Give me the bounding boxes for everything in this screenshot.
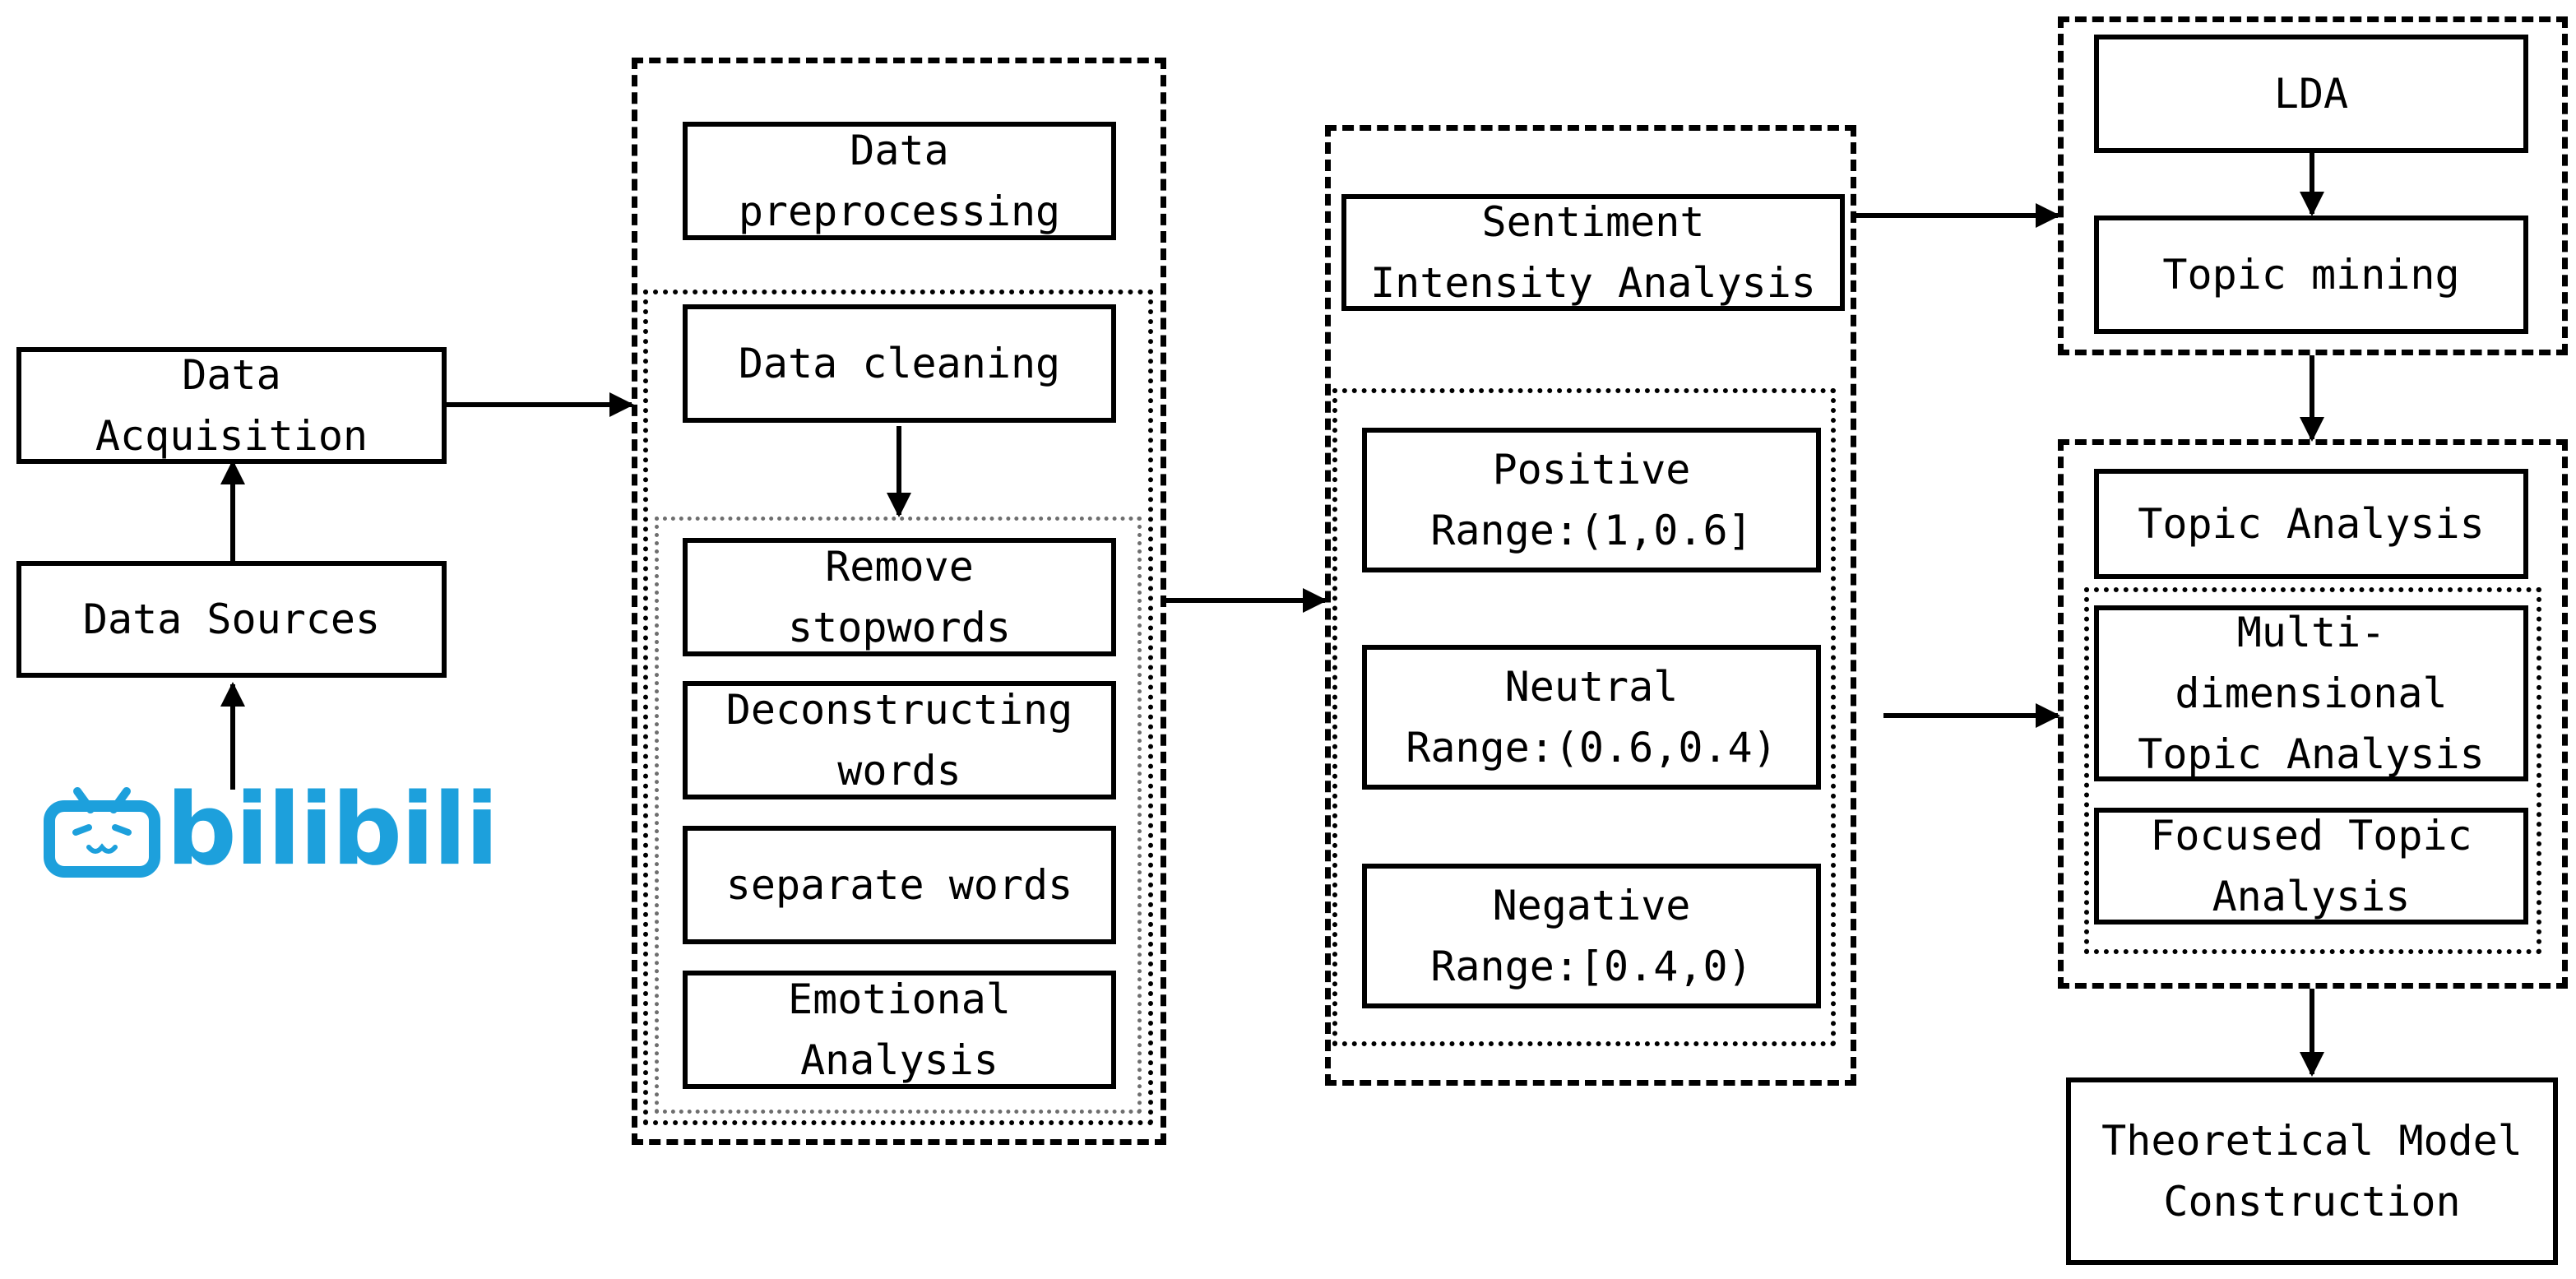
data-acquisition-box: Data Acquisition xyxy=(16,347,447,464)
bilibili-wordmark: bilibili xyxy=(166,773,499,887)
topic-mining-box: Topic mining xyxy=(2094,215,2528,334)
bilibili-logo: bilibili xyxy=(43,781,499,880)
emotional-analysis-box: Emotional Analysis xyxy=(683,971,1116,1089)
remove-stopwords-label-line-2: stopwords xyxy=(788,604,1011,651)
multidimensional-label-line-1: Multi- xyxy=(2236,609,2386,656)
topic-analysis-group-frame xyxy=(2058,439,2568,989)
sentiment-intensity-label-line-1: Sentiment xyxy=(1481,198,1705,246)
remove-stopwords-label-line-1: Remove xyxy=(825,543,974,591)
word-processing-group-frame xyxy=(655,517,1142,1114)
neutral-label: Neutral xyxy=(1504,663,1679,711)
data-cleaning-box: Data cleaning xyxy=(683,304,1116,423)
topic-analysis-label: Topic Analysis xyxy=(2138,500,2485,548)
multidimensional-label-line-2: dimensional xyxy=(2175,670,2448,717)
lda-box: LDA xyxy=(2094,35,2528,153)
deconstructing-words-label-line-2: words xyxy=(837,747,961,795)
topic-analysis-box: Topic Analysis xyxy=(2094,469,2528,579)
lda-label: LDA xyxy=(2273,70,2349,118)
positive-range-box: Positive Range:(1,0.6] xyxy=(1362,428,1821,572)
data-preprocessing-label-line-1: Data xyxy=(850,127,949,174)
emotional-analysis-label-line-2: Analysis xyxy=(800,1036,998,1084)
sentiment-intensity-label-line-2: Intensity Analysis xyxy=(1370,259,1816,307)
preprocessing-group-frame xyxy=(632,58,1166,1145)
negative-label: Negative xyxy=(1492,882,1691,929)
positive-label: Positive xyxy=(1492,446,1691,494)
focused-topic-analysis-box: Focused Topic Analysis xyxy=(2094,808,2528,924)
data-cleaning-label: Data cleaning xyxy=(738,340,1061,387)
data-sources-label: Data Sources xyxy=(82,595,381,643)
separate-words-label: separate words xyxy=(725,861,1073,909)
theoretical-model-construction-box: Theoretical Model Construction xyxy=(2066,1077,2558,1265)
sentiment-intensity-analysis-box: Sentiment Intensity Analysis xyxy=(1341,194,1845,311)
remove-stopwords-box: Remove stopwords xyxy=(683,538,1116,656)
neutral-range-box: Neutral Range:(0.6,0.4) xyxy=(1362,645,1821,790)
emotional-analysis-label-line-1: Emotional xyxy=(788,975,1011,1023)
separate-words-box: separate words xyxy=(683,826,1116,944)
lda-group-frame xyxy=(2058,16,2568,355)
focused-topic-label-line-2: Analysis xyxy=(2212,873,2411,920)
neutral-range-label: Range:(0.6,0.4) xyxy=(1406,724,1777,772)
theoretical-model-label-line-1: Theoretical Model xyxy=(2101,1117,2523,1165)
deconstructing-words-box: Deconstructing words xyxy=(683,681,1116,799)
data-preprocessing-box: Data preprocessing xyxy=(683,122,1116,240)
negative-range-label: Range:[0.4,0) xyxy=(1430,943,1753,990)
data-acquisition-label-line-2: Acquisition xyxy=(95,412,368,460)
topic-mining-label: Topic mining xyxy=(2162,251,2460,299)
multidimensional-topic-analysis-box: Multi- dimensional Topic Analysis xyxy=(2094,605,2528,781)
theoretical-model-label-line-2: Construction xyxy=(2163,1178,2461,1226)
deconstructing-words-label-line-1: Deconstructing xyxy=(725,686,1073,734)
multidimensional-label-line-3: Topic Analysis xyxy=(2138,730,2485,778)
sentiment-range-group-frame xyxy=(1332,388,1836,1046)
topic-subgroup-frame xyxy=(2084,587,2541,954)
positive-range-label: Range:(1,0.6] xyxy=(1430,507,1753,554)
focused-topic-label-line-1: Focused Topic xyxy=(2150,812,2472,860)
data-acquisition-label-line-1: Data xyxy=(182,351,281,399)
bilibili-tv-icon xyxy=(44,787,160,878)
data-sources-box: Data Sources xyxy=(16,561,447,678)
cleaning-group-frame xyxy=(643,290,1153,1125)
data-preprocessing-label-line-2: preprocessing xyxy=(738,188,1061,235)
negative-range-box: Negative Range:[0.4,0) xyxy=(1362,864,1821,1008)
sentiment-group-frame xyxy=(1325,125,1856,1086)
